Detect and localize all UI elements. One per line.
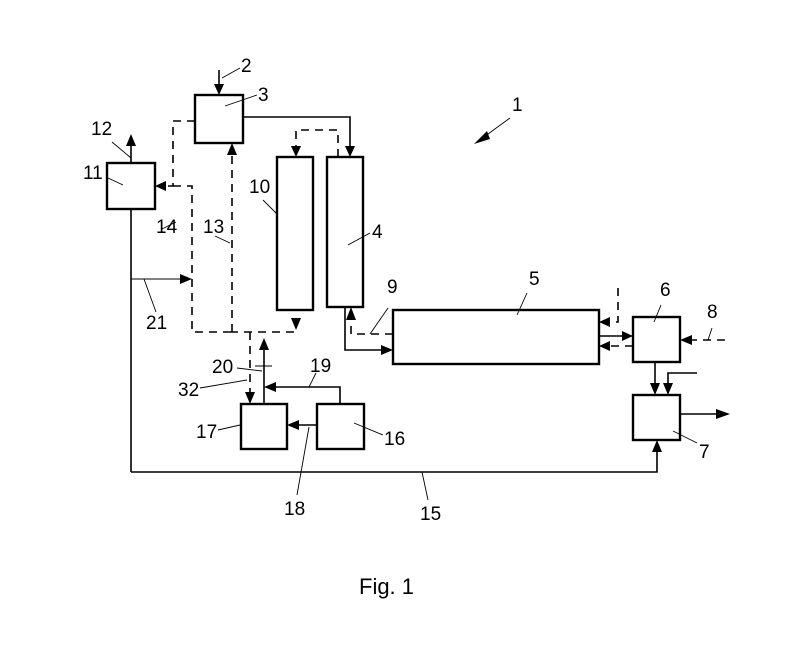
label-8: 8 (707, 302, 718, 323)
leader-7 (672, 430, 698, 444)
label-1: 1 (512, 95, 523, 116)
label-9: 9 (387, 277, 398, 298)
label-16: 16 (384, 429, 405, 450)
line-3-to-4 (243, 116, 351, 150)
arrow-6-to-7 (650, 383, 660, 395)
line-19 (275, 386, 341, 404)
leader-9 (369, 307, 389, 335)
label-17: 17 (196, 422, 217, 443)
label-10: 10 (249, 177, 270, 198)
arrow-into-6 (622, 331, 633, 341)
line-15 (131, 448, 658, 473)
leader-12 (111, 141, 132, 159)
arrow-into-7-top (663, 383, 673, 395)
leader-14 (161, 221, 177, 230)
arrow-1 (474, 131, 490, 144)
label-14: 14 (156, 217, 178, 238)
arrow-out-7 (716, 409, 730, 419)
line-into-7 (667, 372, 697, 386)
leader-4 (347, 232, 371, 246)
label-21: 21 (146, 313, 167, 334)
block-6 (631, 315, 682, 364)
figure-caption: Fig. 1 (359, 574, 414, 599)
block-5 (391, 308, 601, 366)
leader-18 (296, 426, 310, 496)
leader-5 (516, 292, 528, 316)
arrow-into-4 (345, 146, 355, 157)
arrow-into-5 (381, 345, 393, 355)
dashed-in-5-top (608, 288, 619, 323)
arrow-into-3 (214, 84, 224, 95)
arrow-into-6-right (680, 335, 692, 345)
arrow-into-5-top (599, 317, 610, 327)
label-19: 19 (310, 356, 331, 377)
arrow-into-17 (245, 392, 255, 404)
label-6: 6 (660, 280, 671, 301)
leader-21 (143, 278, 157, 313)
leader-11 (107, 177, 124, 186)
block-11 (105, 161, 157, 211)
leader-3 (224, 94, 258, 107)
leader-19 (308, 372, 317, 388)
block-7 (631, 393, 682, 442)
leader-13 (214, 235, 231, 244)
block-4 (325, 155, 365, 309)
line-4-to-5 (344, 307, 385, 351)
label-4: 4 (372, 222, 383, 243)
arrow-back-5 (599, 341, 610, 351)
dashed-4-to-10 (295, 129, 339, 157)
arrow-into-7 (652, 440, 662, 452)
dashed-3-to-11 (162, 120, 195, 187)
label-20: 20 (212, 357, 233, 378)
arrow-out-12 (126, 134, 136, 146)
label-3: 3 (258, 85, 269, 106)
label-7: 7 (699, 442, 710, 463)
arrow-up-20 (259, 338, 269, 350)
leader-32 (199, 379, 248, 389)
block-10 (275, 155, 315, 312)
arrow-into-11 (155, 181, 166, 191)
leader-20 (236, 367, 263, 372)
arrow-into-10 (291, 146, 301, 157)
leader-17 (217, 424, 241, 431)
leader-8 (707, 327, 713, 341)
leader-16 (353, 422, 384, 436)
block-16 (315, 402, 366, 451)
label-11: 11 (83, 163, 103, 184)
label-18: 18 (284, 499, 305, 520)
dashed-line-9 (350, 318, 393, 335)
dashed-line-14 (173, 185, 230, 333)
block-17 (239, 402, 289, 451)
arrow-into-3-bottom (227, 143, 237, 155)
label-32: 32 (178, 380, 199, 401)
label-5: 5 (529, 269, 540, 290)
label-15: 15 (420, 504, 441, 525)
label-2: 2 (241, 56, 252, 77)
dashed-collector (230, 318, 297, 333)
label-12: 12 (91, 119, 112, 140)
arrow-from-10 (291, 318, 301, 330)
leader-10 (262, 199, 278, 215)
arrow-into-4-bottom (346, 307, 356, 320)
arrow-19 (264, 382, 276, 392)
arrow-18 (287, 420, 299, 430)
leader-6 (653, 304, 662, 323)
leader-15 (421, 471, 429, 501)
arrow-21 (180, 274, 192, 284)
label-13: 13 (203, 217, 224, 238)
leader-2 (221, 67, 241, 79)
